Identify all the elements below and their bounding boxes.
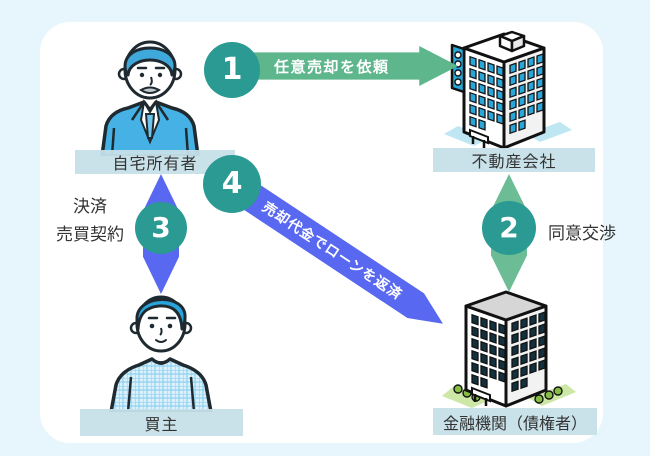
step2-side-label: 同意交渉 [548,224,616,244]
label-bank-creditor: 金融機関（債権者） [433,408,597,435]
buyer-label-text: 買主 [144,414,179,434]
arrow-step1-request-sale: 任意売却を依頼 [254,46,458,86]
step3-side-label: 決済 売買契約 [40,193,140,249]
step3-label-line2: 売買契約 [56,225,124,245]
step2-number-badge: 2 [482,201,536,255]
step4-number-badge: 4 [203,155,261,213]
step1-number-badge: 1 [204,42,260,98]
homeowner-illustration [100,40,200,156]
bank-building-illustration [442,290,576,408]
label-buyer: 買主 [80,409,243,436]
bank-label-text: 金融機関（債権者） [442,413,587,433]
real-estate-building-illustration [444,30,572,150]
label-real-estate-company: 不動産会社 [433,148,595,172]
step3-label-line1: 決済 [73,197,107,217]
real-estate-label-text: 不動産会社 [471,152,557,171]
step1-arrow-label: 任意売却を依頼 [274,57,390,76]
step3-number-badge: 3 [135,202,187,254]
buyer-illustration [109,295,213,412]
homeowner-label-text: 自宅所有者 [112,154,198,173]
